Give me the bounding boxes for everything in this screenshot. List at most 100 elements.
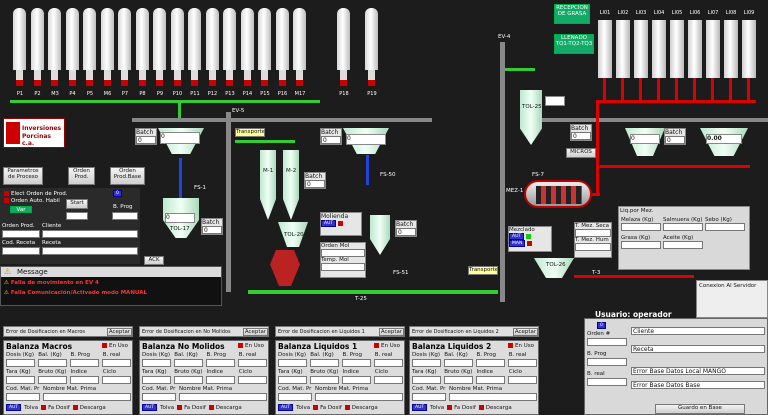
user-bprog-field[interactable] — [587, 358, 627, 366]
silo-valve[interactable] — [173, 80, 181, 86]
accept-button[interactable]: Aceptar — [107, 328, 132, 336]
micros-button[interactable]: MICROS — [566, 148, 596, 158]
liquid-tank[interactable] — [616, 20, 630, 78]
index-field[interactable] — [70, 376, 99, 384]
balance-field[interactable] — [310, 359, 339, 367]
start-field[interactable] — [66, 212, 88, 220]
dose-field[interactable] — [278, 359, 307, 367]
macro-silo[interactable] — [100, 8, 114, 70]
aut-badge[interactable]: AUT — [278, 404, 294, 411]
macro-silo[interactable] — [205, 8, 219, 70]
index-field[interactable] — [342, 376, 371, 384]
material-code-field[interactable] — [6, 393, 40, 401]
material-code-field[interactable] — [278, 393, 312, 401]
b-prog-field[interactable] — [112, 212, 138, 220]
macro-silo[interactable] — [223, 8, 236, 70]
macro-silo[interactable] — [153, 8, 166, 70]
macro-silo[interactable] — [65, 8, 79, 70]
silo-valve[interactable] — [278, 80, 286, 86]
cycle-field[interactable] — [102, 376, 131, 384]
index-field[interactable] — [206, 376, 235, 384]
breal-field[interactable] — [238, 359, 267, 367]
salmuera-field[interactable] — [663, 223, 703, 231]
macro-silo[interactable] — [13, 8, 26, 70]
start-button[interactable]: Start — [66, 199, 88, 209]
accept-button[interactable]: Aceptar — [243, 328, 268, 336]
index-field[interactable] — [476, 376, 505, 384]
material-code-field[interactable] — [142, 393, 176, 401]
liquid-tank[interactable] — [724, 20, 738, 78]
macro-silo[interactable] — [118, 8, 131, 70]
extra-silo[interactable] — [337, 8, 350, 70]
balance-field[interactable] — [174, 359, 203, 367]
save-base-button[interactable]: Guardo en Base — [655, 404, 745, 414]
gross-field[interactable] — [444, 376, 473, 384]
recipe-field[interactable] — [42, 247, 138, 255]
macro-silo[interactable] — [48, 8, 61, 70]
recipe-code-field[interactable] — [2, 247, 40, 255]
gross-field[interactable] — [38, 376, 67, 384]
sebo-field[interactable] — [705, 223, 745, 231]
macro-silo[interactable] — [275, 8, 289, 70]
bprog-field[interactable] — [342, 359, 371, 367]
silo-valve[interactable] — [138, 80, 146, 86]
dose-field[interactable] — [142, 359, 171, 367]
silo-valve[interactable] — [368, 80, 375, 86]
tare-field[interactable] — [6, 376, 35, 384]
silo-valve[interactable] — [156, 80, 163, 86]
silo-valve[interactable] — [86, 80, 93, 86]
aut-badge[interactable]: AUT — [6, 404, 22, 411]
aut-badge[interactable]: AUT — [142, 404, 158, 411]
silo-valve[interactable] — [51, 80, 58, 86]
silo-valve[interactable] — [191, 80, 198, 86]
var-button[interactable]: Var — [10, 206, 32, 213]
material-name-field[interactable] — [43, 393, 131, 401]
tare-field[interactable] — [412, 376, 441, 384]
silo-valve[interactable] — [103, 80, 111, 86]
material-name-field[interactable] — [449, 393, 537, 401]
cycle-field[interactable] — [508, 376, 537, 384]
liquid-tank[interactable] — [598, 20, 612, 78]
transporte-button-1[interactable]: Transporte — [235, 128, 265, 137]
material-name-field[interactable] — [315, 393, 403, 401]
liquid-tank[interactable] — [706, 20, 720, 78]
wet-mix-time-field[interactable] — [575, 243, 611, 251]
breal-field[interactable] — [508, 359, 537, 367]
liquid-tank[interactable] — [634, 20, 648, 78]
macro-silo[interactable] — [258, 8, 271, 70]
user-breal-field[interactable] — [587, 378, 627, 386]
orden-mol-field[interactable] — [321, 249, 365, 257]
breal-field[interactable] — [374, 359, 403, 367]
breal-field[interactable] — [102, 359, 131, 367]
silo-valve[interactable] — [33, 80, 41, 86]
cycle-field[interactable] — [374, 376, 403, 384]
liquid-tank[interactable] — [670, 20, 684, 78]
macro-silo[interactable] — [30, 8, 44, 70]
silo-valve[interactable] — [243, 80, 251, 86]
dry-mix-time-field[interactable] — [575, 229, 611, 237]
gross-field[interactable] — [174, 376, 203, 384]
silo-valve[interactable] — [208, 80, 216, 86]
silo-valve[interactable] — [340, 80, 347, 86]
dose-field[interactable] — [412, 359, 441, 367]
silo-valve[interactable] — [261, 80, 268, 86]
transporte-button-2[interactable]: Transporte — [468, 266, 498, 275]
order-prod-field[interactable] — [2, 230, 40, 238]
macro-silo[interactable] — [293, 8, 306, 70]
balance-field[interactable] — [444, 359, 473, 367]
liquid-tank[interactable] — [742, 20, 756, 78]
macro-silo[interactable] — [135, 8, 149, 70]
accept-button[interactable]: Aceptar — [379, 328, 404, 336]
silo-valve[interactable] — [68, 80, 76, 86]
bprog-field[interactable] — [70, 359, 99, 367]
tare-field[interactable] — [278, 376, 307, 384]
bprog-field[interactable] — [206, 359, 235, 367]
extra-silo[interactable] — [365, 8, 378, 70]
dose-field[interactable] — [6, 359, 35, 367]
silo-valve[interactable] — [121, 80, 128, 86]
liquid-tank[interactable] — [652, 20, 666, 78]
ack-button[interactable]: ACK — [144, 256, 164, 265]
